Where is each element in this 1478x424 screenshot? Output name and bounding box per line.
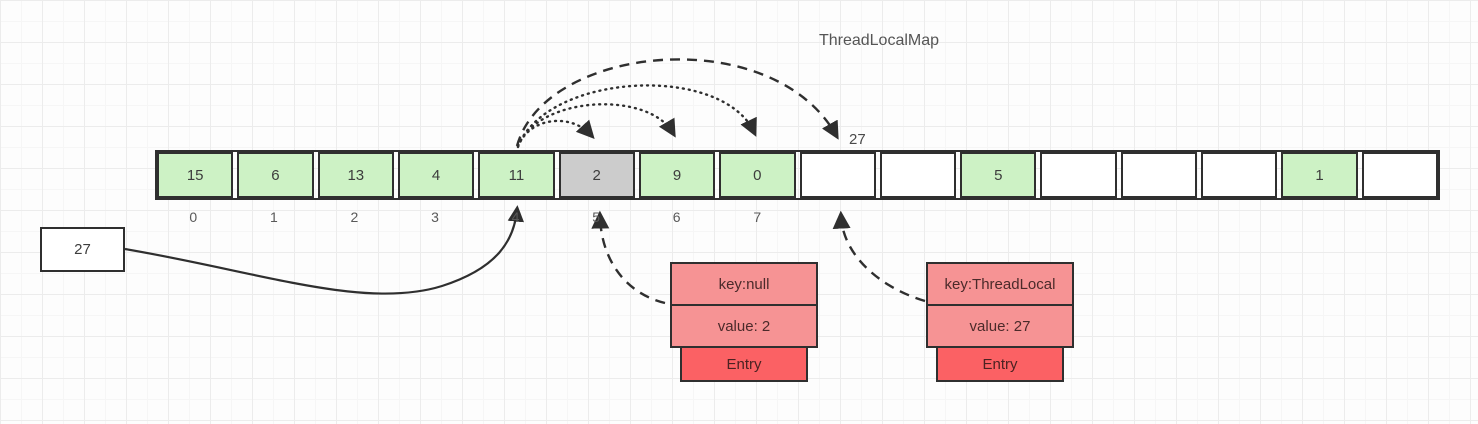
array-index-label (1202, 209, 1279, 225)
probe-arc-slot6 (516, 103, 676, 148)
probe-arc-slot5 (516, 119, 595, 149)
array-index-label (1363, 209, 1440, 225)
array-cell: 6 (237, 152, 314, 198)
array-cell (1201, 152, 1278, 198)
array-index-label (961, 209, 1038, 225)
probe-arc-slot7 (516, 84, 757, 148)
array-index-label: 5 (592, 209, 600, 225)
array-cell: 13 (317, 152, 394, 198)
entry-value-row: value: 2 (670, 304, 818, 348)
array-cell: 1 (1281, 152, 1358, 198)
array-cell (1120, 152, 1198, 198)
incoming-value-box: 27 (40, 227, 125, 272)
array-cell (1040, 152, 1117, 198)
array-cell: 15 (157, 152, 234, 198)
incoming-value: 27 (74, 241, 91, 258)
new-entry-pointer (832, 210, 926, 303)
array-index-label: 0 (189, 209, 198, 225)
array-cell: 2 (558, 152, 635, 198)
array-index-label: 3 (431, 209, 439, 225)
array-cell (1361, 152, 1438, 198)
array-index-label (800, 209, 877, 225)
array-cell (799, 152, 876, 198)
array-index-label (1283, 209, 1360, 225)
probe-result-label: 27 (849, 131, 866, 148)
array-index-label: 2 (350, 209, 359, 225)
entry-label-tab: Entry (936, 346, 1064, 382)
array-cell (879, 152, 957, 198)
entry-label-tab: Entry (680, 346, 808, 382)
array-index-label (1122, 209, 1199, 225)
entry-box-threadlocal: key:ThreadLocal value: 27 Entry (926, 262, 1074, 382)
array-cell: 4 (397, 152, 475, 198)
array-cell: 5 (960, 152, 1037, 198)
array-index-label: 4 (511, 209, 520, 225)
array-index-label (880, 209, 957, 225)
entry-box-null: key:null value: 2 Entry (670, 262, 818, 382)
array-index-label (1041, 209, 1118, 225)
array-index-label: 6 (672, 209, 681, 225)
stale-entry-pointer (591, 210, 666, 305)
array-cell: 11 (478, 152, 555, 198)
array-cell: 0 (719, 152, 796, 198)
entry-value-row: value: 27 (926, 304, 1074, 348)
entry-key-row: key:null (670, 262, 818, 306)
probe-arc-slot8 (515, 58, 839, 147)
array-index-label: 1 (269, 209, 278, 225)
array-cell: 9 (638, 152, 716, 198)
diagram-title: ThreadLocalMap (818, 32, 940, 49)
array-index-row: 0 1 2 3 4 5 6 7 (155, 209, 1440, 225)
entry-key-row: key:ThreadLocal (926, 262, 1074, 306)
array-index-label: 7 (753, 209, 762, 225)
